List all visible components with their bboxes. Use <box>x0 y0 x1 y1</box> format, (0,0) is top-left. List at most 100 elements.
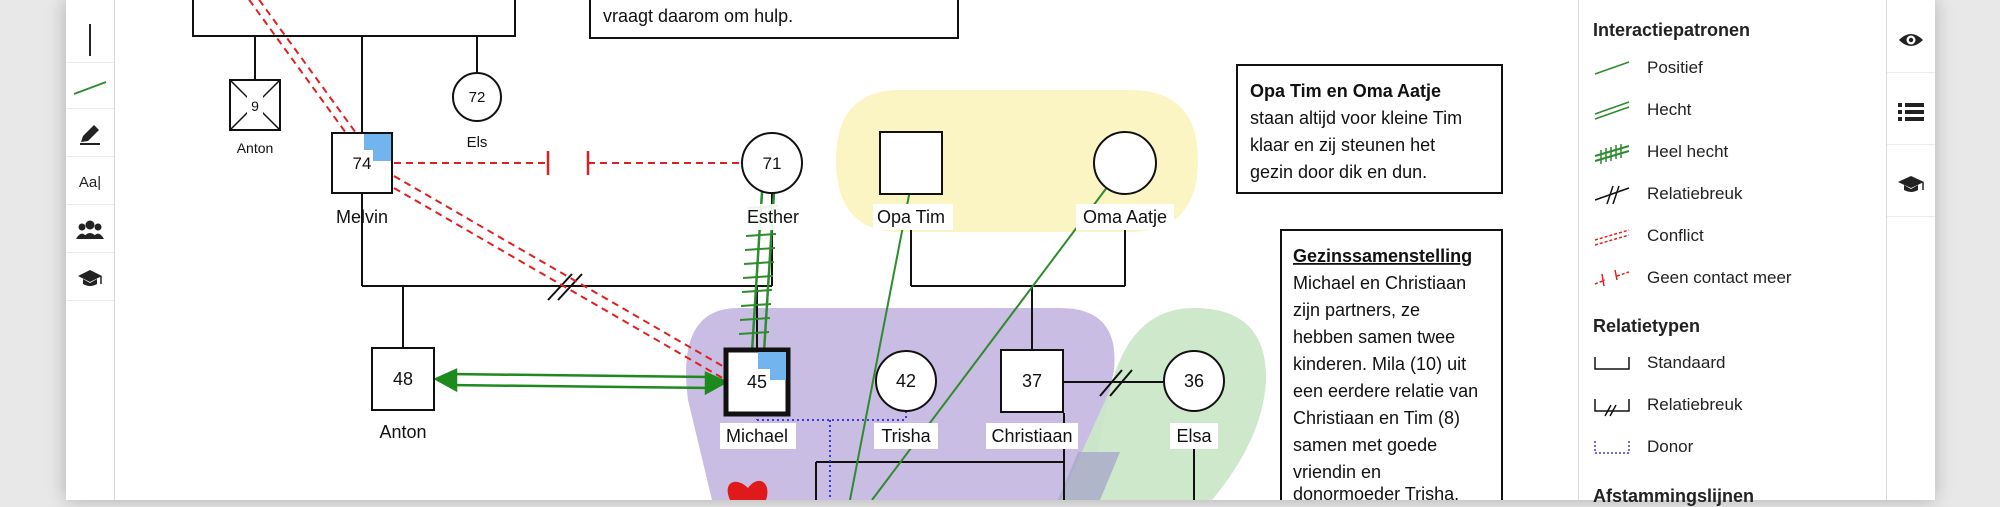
group-tool[interactable] <box>66 208 114 253</box>
text-tool-label: Aa| <box>78 173 102 191</box>
svg-text:een eerdere relatie van: een eerdere relatie van <box>1293 381 1478 401</box>
person-anton-child[interactable]: 9 Anton <box>229 79 281 156</box>
person-michael[interactable]: 45 Michael <box>720 347 796 449</box>
svg-text:72: 72 <box>469 89 486 106</box>
person-opa-tim[interactable]: Opa Tim <box>873 131 953 230</box>
person-christiaan[interactable]: 37 Christiaan <box>986 349 1078 449</box>
green-line-tool[interactable] <box>66 64 114 109</box>
svg-text:zijn partners, ze: zijn partners, ze <box>1293 300 1420 320</box>
vertical-line-icon <box>89 24 91 56</box>
note-opa-oma[interactable]: Opa Tim en Oma Aatje staan altijd voor k… <box>1236 64 1503 194</box>
svg-text:Michael en Christiaan: Michael en Christiaan <box>1293 273 1466 293</box>
pen-icon <box>80 125 100 145</box>
positive-line-icon <box>1594 61 1630 75</box>
person-esther[interactable]: 71 Esther <box>740 132 806 230</box>
person-melvin[interactable]: 74 Melvin <box>331 132 393 227</box>
legend-interaction-title: Interactiepatronen <box>1593 20 1751 40</box>
close-line-icon <box>1594 101 1630 120</box>
upper-left-box <box>192 0 516 37</box>
conflict-line-icon <box>1594 229 1630 246</box>
person-name: Oma Aatje <box>1083 207 1167 227</box>
graduation-cap-icon <box>1898 176 1924 192</box>
legend-item-heel-hecht: Heel hecht <box>1593 138 1873 166</box>
family-lines <box>254 36 1195 500</box>
people-icon <box>76 220 104 239</box>
person-anton[interactable]: 48 Anton <box>371 347 435 442</box>
list-button[interactable] <box>1887 80 1935 145</box>
person-name: Christiaan <box>991 426 1072 446</box>
legend-relation-title: Relatietypen <box>1593 316 1701 336</box>
legend-panel: Interactiepatronen Positief Hecht Heel h… <box>1578 0 1887 506</box>
upper-note-box[interactable] <box>589 0 959 39</box>
svg-text:samen met goede: samen met goede <box>1293 435 1437 455</box>
svg-text:donormoeder Trisha.: donormoeder Trisha. <box>1293 484 1459 500</box>
svg-text:kinderen. Mila (10) uit: kinderen. Mila (10) uit <box>1293 354 1466 374</box>
svg-text:42: 42 <box>896 371 916 391</box>
legend-descent-title: Afstammingslijnen <box>1593 486 1755 506</box>
upper-note-text: vraagt daarom om hulp. <box>603 6 793 26</box>
person-name: Esther <box>747 207 799 227</box>
note-gezinssamenstelling[interactable]: Gezinssamenstelling Michael en Christiaa… <box>1280 229 1503 500</box>
svg-text:hebben samen twee: hebben samen twee <box>1293 327 1455 347</box>
green-line-icon <box>73 81 107 95</box>
hecht-arrow <box>433 368 729 396</box>
legend-item-donor: Donor <box>1593 433 1873 461</box>
person-name: Elsa <box>1176 426 1212 446</box>
break-relation-icon <box>1594 399 1630 417</box>
person-name: Michael <box>726 426 788 446</box>
legend-item-relatietype-breuk: Relatiebreuk <box>1593 391 1873 419</box>
svg-text:klaar en zij steunen het: klaar en zij steunen het <box>1250 135 1435 155</box>
legend-item-hecht: Hecht <box>1593 96 1873 124</box>
svg-text:37: 37 <box>1022 371 1042 391</box>
legend-item-standaard: Standaard <box>1593 349 1873 377</box>
person-name: Anton <box>237 140 274 156</box>
svg-text:45: 45 <box>747 372 767 392</box>
person-trisha[interactable]: 42 Trisha <box>874 350 938 449</box>
break-line-icon <box>1594 185 1630 205</box>
person-els[interactable]: 72 Els <box>452 72 502 151</box>
eye-icon <box>1899 34 1923 46</box>
person-name: Els <box>467 134 488 151</box>
svg-text:vriendin en: vriendin en <box>1293 462 1381 482</box>
overlap-zone <box>1058 452 1120 500</box>
text-tool[interactable]: Aa| <box>66 160 114 205</box>
legend-item-conflict: Conflict <box>1593 222 1873 250</box>
yellow-zone <box>836 90 1198 232</box>
svg-text:Christiaan en Tim (8): Christiaan en Tim (8) <box>1293 408 1460 428</box>
person-name: Melvin <box>336 207 388 227</box>
svg-text:Opa Tim en Oma Aatje: Opa Tim en Oma Aatje <box>1250 81 1441 101</box>
graduation-cap-icon <box>78 270 102 286</box>
standard-relation-icon <box>1594 357 1630 370</box>
svg-text:Gezinssamenstelling: Gezinssamenstelling <box>1293 246 1472 266</box>
legend-item-geen-contact: Geen contact meer <box>1593 264 1873 292</box>
very-close-line-icon <box>1594 144 1630 164</box>
person-elsa[interactable]: 36 Elsa <box>1163 350 1225 449</box>
vertical-line-tool[interactable] <box>66 18 114 63</box>
no-contact-line-icon <box>1594 269 1630 287</box>
legend-item-positief: Positief <box>1593 54 1873 82</box>
person-name: Opa Tim <box>877 207 945 227</box>
left-toolbar: Aa| <box>66 0 115 500</box>
svg-text:74: 74 <box>353 154 372 173</box>
svg-text:48: 48 <box>393 369 413 389</box>
draw-tool[interactable] <box>66 112 114 157</box>
svg-text:gezin door dik en dun.: gezin door dik en dun. <box>1250 162 1427 182</box>
education-panel-button[interactable] <box>1887 152 1935 217</box>
person-oma-aatje[interactable]: Oma Aatje <box>1076 131 1174 230</box>
education-tool[interactable] <box>66 256 114 301</box>
relatiebreuk-mark <box>547 273 1133 397</box>
svg-text:71: 71 <box>763 154 782 173</box>
conflict-lines <box>248 0 740 381</box>
person-name: Anton <box>379 422 426 442</box>
donor-relation-icon <box>1594 441 1630 454</box>
legend-item-relatiebreuk: Relatiebreuk <box>1593 180 1873 208</box>
person-name: Trisha <box>881 426 931 446</box>
svg-text:9: 9 <box>251 98 259 114</box>
svg-text:36: 36 <box>1184 371 1204 391</box>
visibility-button[interactable] <box>1887 8 1935 73</box>
no-contact-mark <box>546 151 590 175</box>
heart-icon <box>727 480 768 500</box>
right-toolbar <box>1886 0 1935 500</box>
svg-text:staan altijd voor kleine Tim: staan altijd voor kleine Tim <box>1250 108 1462 128</box>
